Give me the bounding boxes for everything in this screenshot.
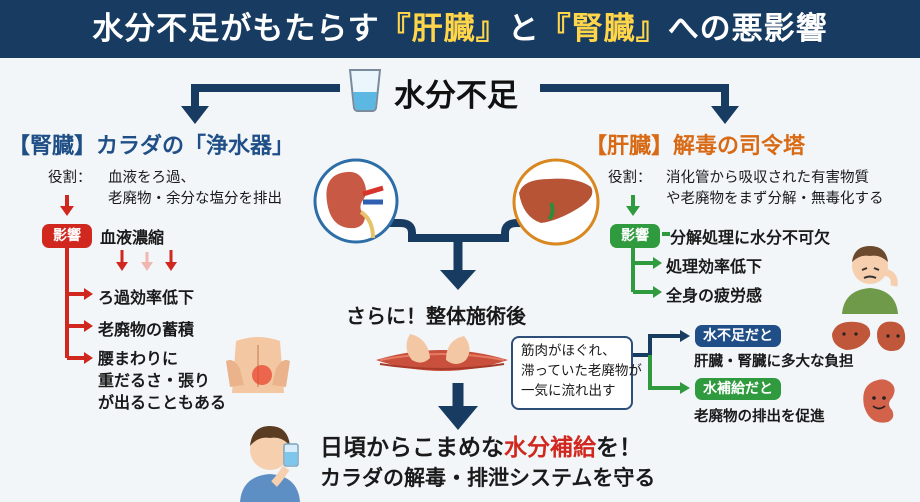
center-label: 水分不足 <box>394 78 518 114</box>
liver-effect-2: 処理効率低下 <box>666 257 763 276</box>
callout-line2: 滞っていた老廃物が <box>521 363 642 379</box>
tired-organs-icon <box>832 321 906 351</box>
kidney-heading: 【腎臓】カラダの「浄水器」 <box>8 134 295 159</box>
kidney-effect-4-line2: 重だるさ・張り <box>98 371 211 390</box>
liver-role-line2: や老廃物をまず分解・無毒化する <box>666 191 884 207</box>
kidney-effect-3: 老廃物の蓄積 <box>98 320 195 339</box>
lack-text: 肝臓・腎臓に多大な負担 <box>694 354 854 370</box>
liver-effect-3: 全身の疲労感 <box>666 286 763 305</box>
conclusion-line1: 日頃からこまめな水分補給を！ <box>320 435 642 461</box>
kidney-effect-4-line3: が出ることもある <box>98 393 227 412</box>
lack-badge: 水不足だと <box>695 325 781 347</box>
kidney-role-line1: 血液をろ過、 <box>108 170 195 186</box>
kidney-effect-4-line1: 腰まわりに <box>98 349 179 368</box>
tired-person-icon <box>842 246 898 314</box>
flow-arrows <box>60 84 739 430</box>
kidney-effect-badge: 影響 <box>42 224 92 248</box>
conclusion-line2: カラダの解毒・排泄システムを守る <box>320 466 656 490</box>
kidney-icon <box>313 158 399 244</box>
liver-role-line1: 消化管から吸収された有害物質 <box>666 170 869 186</box>
water-glass-icon <box>348 69 382 112</box>
lower-back-pain-icon <box>226 337 290 393</box>
kidney-role-line2: 老廃物・余分な塩分を排出 <box>108 191 282 207</box>
liver-effect-badge: 影響 <box>610 224 660 248</box>
title-banner <box>0 0 920 58</box>
liver-heading: 【肝臓】解毒の司令塔 <box>585 134 806 159</box>
kidney-effect-2: ろ過効率低下 <box>98 288 195 307</box>
hydration-badge: 水補給だと <box>695 378 781 400</box>
kidney-effect-1: 血液濃縮 <box>100 228 165 247</box>
massage-heading: さらに！整体施術後 <box>346 304 526 328</box>
page-title: 水分不足がもたらす『肝臓』と『腎臓』への悪影響 <box>92 11 828 47</box>
kidney-role-label: 役割： <box>48 170 92 186</box>
callout-line3: 一気に流れ出す <box>521 383 616 399</box>
liver-icon <box>512 158 600 246</box>
liver-effect-1: 分解処理に水分不可欠 <box>670 228 831 247</box>
callout-line1: 筋肉がほぐれ、 <box>521 343 616 359</box>
flush-callout <box>511 336 633 410</box>
happy-kidney-icon <box>863 379 895 423</box>
hydration-text: 老廃物の排出を促進 <box>694 409 825 425</box>
drinking-person-icon <box>240 426 300 502</box>
liver-role-label: 役割： <box>608 170 652 186</box>
massage-hands-icon <box>376 334 508 371</box>
